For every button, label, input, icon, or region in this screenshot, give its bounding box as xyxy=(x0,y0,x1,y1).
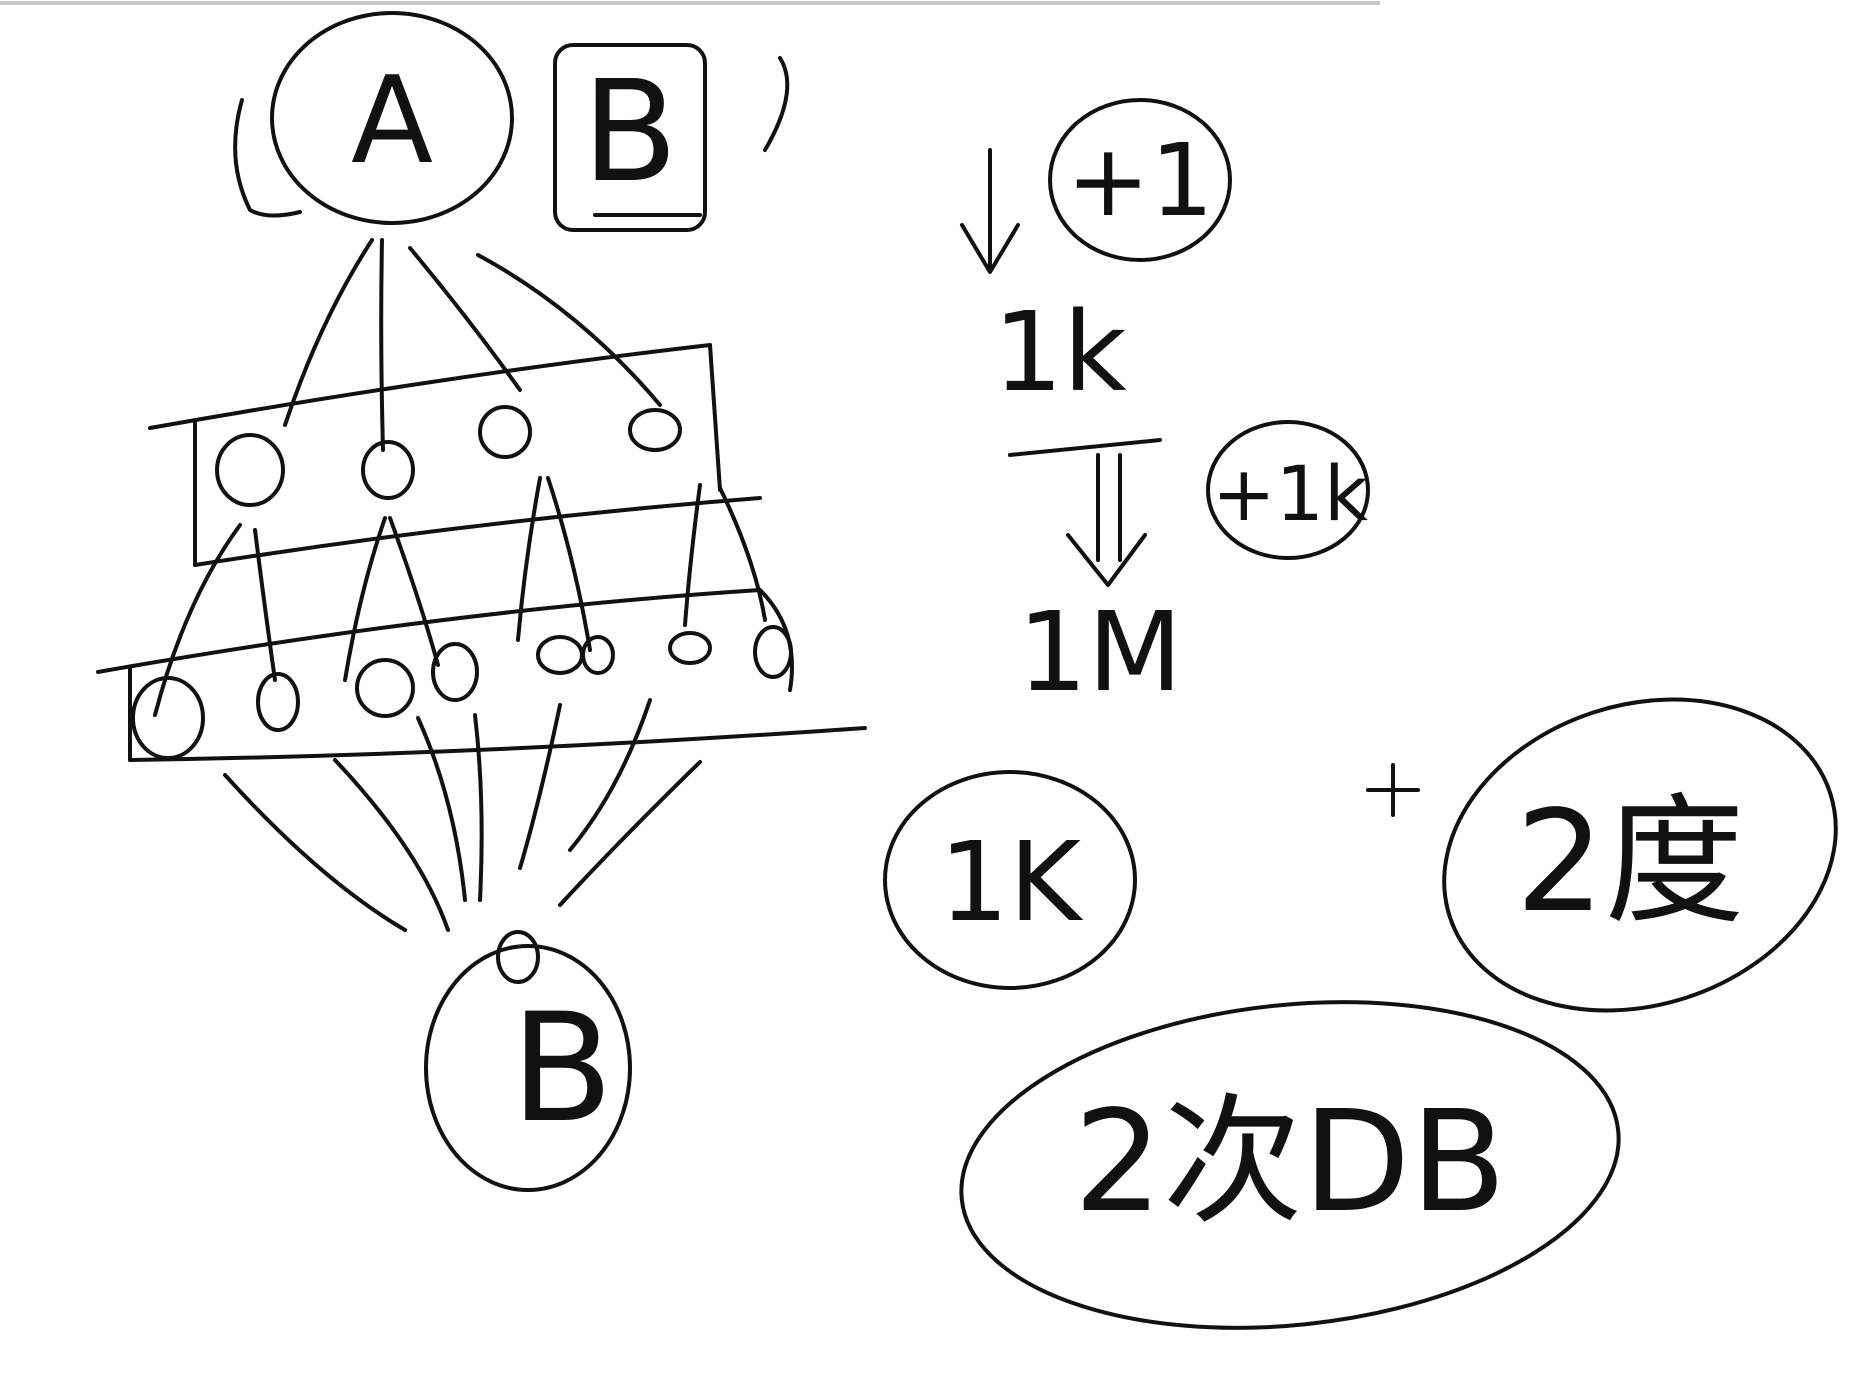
edges-layer2-to-target xyxy=(223,698,702,932)
layer1-node xyxy=(215,433,285,507)
left-paren xyxy=(233,98,302,218)
target-node-circle xyxy=(424,944,632,1192)
layer2-node xyxy=(355,658,415,718)
layer2-node xyxy=(668,631,712,665)
edges-layer1-to-layer2 xyxy=(153,476,767,717)
layer2-box xyxy=(96,588,867,762)
one-m-label: 1M xyxy=(1018,588,1183,716)
one-k-note: 1K xyxy=(883,770,1137,990)
plus-one-circle xyxy=(1048,98,1232,262)
notes-column: +1 1k +1k 1M xyxy=(960,98,1370,716)
one-k-divider xyxy=(1008,438,1162,457)
source-node-group: A B xyxy=(233,11,790,232)
source-node-circle xyxy=(270,11,514,225)
edges-source-to-layer1 xyxy=(283,238,662,452)
layer2-node xyxy=(256,672,300,732)
layer1-box xyxy=(148,343,762,567)
plus-one-k-circle xyxy=(1206,420,1370,560)
edge-a-l1-2 xyxy=(379,238,385,452)
one-k-label: 1k xyxy=(993,288,1127,416)
one-k-circle xyxy=(883,770,1137,990)
second-degree-label: 2度 xyxy=(1515,781,1744,944)
source-node-label: A xyxy=(351,52,433,191)
layer1-node xyxy=(478,405,532,459)
second-db-label: 2次DB xyxy=(1074,1081,1507,1244)
second-db-note: 2次DB xyxy=(959,1000,1621,1330)
second-degree-note: 2度 xyxy=(1442,697,1838,1013)
layer2-node xyxy=(131,676,205,760)
second-degree-oval xyxy=(1442,697,1838,1013)
double-arrow-head xyxy=(1066,533,1147,587)
target-node-top-port xyxy=(496,930,540,984)
down-arrow-head xyxy=(960,223,1020,274)
layer1-nodes xyxy=(215,405,682,507)
layer2-node xyxy=(753,625,793,679)
plus-one-label: +1 xyxy=(1066,122,1213,239)
layer2-nodes xyxy=(131,625,793,760)
target-node-label: B xyxy=(511,982,614,1156)
layer1-node xyxy=(628,408,682,452)
right-paren xyxy=(763,56,790,152)
second-db-oval xyxy=(959,1000,1621,1330)
layer2-node xyxy=(581,635,615,675)
side-label-box xyxy=(553,43,707,232)
plus-one-k-label: +1k xyxy=(1212,449,1368,538)
layer2-node xyxy=(431,642,479,702)
one-k-circled-label: 1K xyxy=(939,818,1084,946)
layer1-node xyxy=(361,440,415,500)
layer2-node xyxy=(536,635,584,675)
edge-a-l1-1 xyxy=(283,238,374,427)
cursor-crosshair-icon xyxy=(1366,763,1420,817)
edge-a-l1-3 xyxy=(408,246,522,392)
target-node-group: B xyxy=(424,930,632,1192)
edge-a-l1-4 xyxy=(476,253,662,407)
side-label: B xyxy=(582,51,678,214)
